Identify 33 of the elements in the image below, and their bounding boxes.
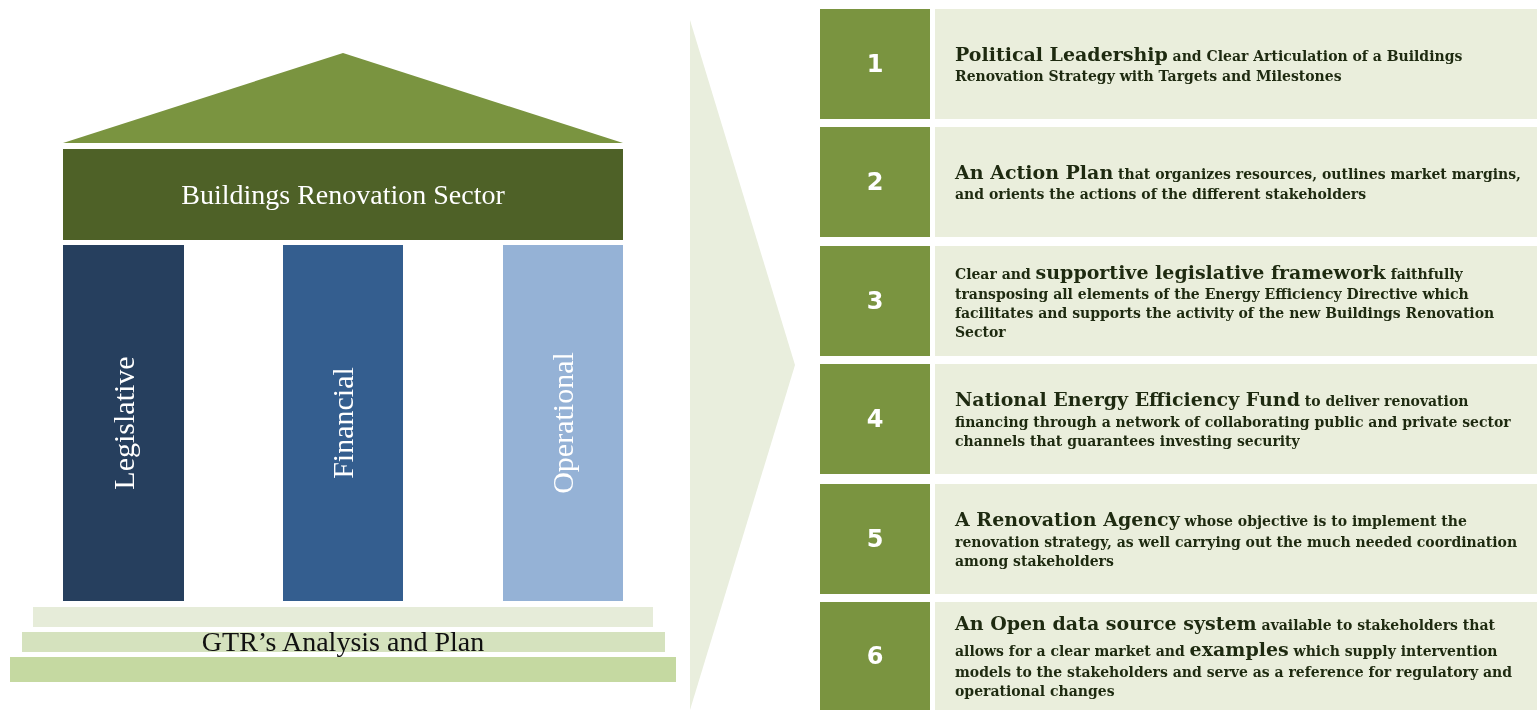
text-box — [935, 127, 1537, 237]
roof-beam — [63, 149, 623, 240]
number-box — [820, 246, 930, 356]
text-box — [935, 484, 1537, 594]
heading: Buildings Renovation Sector — [181, 178, 505, 211]
number-box — [820, 364, 930, 474]
pillar — [63, 245, 184, 601]
number-box — [820, 9, 930, 119]
description: An Action Plan that organizes resources, outlines market margins, and orients the actions of the different stakeholders — [955, 159, 1522, 205]
pillar — [283, 245, 403, 601]
description: An Open data source system available to stakeholders that allows for a clear market and examples which supply intervention models to the stakeholders and serve as a reference for regulatory and operational changes — [955, 611, 1513, 701]
description: Clear and supportive legislative framework faithfully transposing all elements of the Energy Efficiency Directive which facilitates and supports the activity of the new Buildings Renovation Sector — [955, 259, 1496, 343]
step-number: 3 — [866, 287, 884, 315]
number-box — [820, 484, 930, 594]
step-number: 1 — [866, 50, 884, 78]
text-box — [935, 246, 1537, 356]
description: National Energy Efficiency Fund to deliver renovation financing through a network of collaborating public and private sector channels that guarantees investing security — [955, 387, 1512, 451]
pillar-label: Financial — [326, 367, 360, 479]
number-box — [820, 127, 930, 237]
text-box — [935, 9, 1537, 119]
pillar-label: Legislative — [106, 356, 141, 490]
text-box — [935, 602, 1537, 710]
step-number: 2 — [866, 168, 884, 196]
description: Political Leadership and Clear Articulation of a Buildings Renovation Strategy with Targets and Milestones — [955, 41, 1464, 87]
number-box — [820, 602, 930, 710]
pillar-label: Operational — [546, 352, 580, 494]
text-box — [935, 364, 1537, 474]
base-text: GTR’s Analysis and Plan — [201, 626, 485, 658]
step-number: 5 — [866, 525, 884, 553]
step-number: 4 — [866, 405, 884, 433]
description: A Renovation Agency whose objective is to implement the renovation strategy, as well carrying out the much needed coordination among stakeholders — [955, 507, 1519, 571]
step-number: 6 — [866, 642, 884, 670]
pillar — [503, 245, 623, 601]
